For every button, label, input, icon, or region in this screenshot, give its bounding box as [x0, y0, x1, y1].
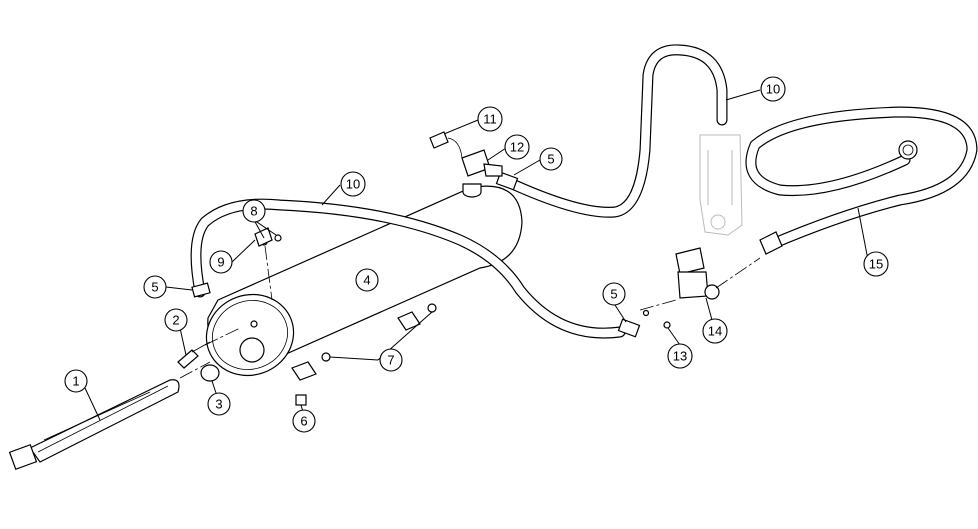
callout-15: 15 [863, 251, 889, 277]
svg-text:9: 9 [217, 255, 224, 270]
svg-text:5: 5 [151, 280, 158, 295]
svg-text:2: 2 [172, 313, 179, 328]
gasket-ring [200, 364, 220, 382]
svg-text:1: 1 [72, 374, 79, 389]
svg-text:5: 5 [610, 287, 617, 302]
hose-10-loop [502, 44, 728, 218]
mount-nut-a [321, 352, 331, 362]
svg-text:15: 15 [869, 257, 883, 272]
callout-6: 6 [292, 409, 316, 433]
callout-2: 2 [164, 308, 188, 332]
leader-lines [84, 89, 869, 421]
callout-12: 12 [504, 134, 530, 160]
screw-small [642, 309, 650, 317]
svg-text:5: 5 [547, 152, 554, 167]
mounting-bracket [699, 134, 743, 236]
callout-7: 7 [379, 348, 403, 372]
svg-text:6: 6 [300, 414, 307, 429]
clamp-right [617, 318, 641, 338]
svg-text:10: 10 [766, 82, 780, 97]
callout-5-right: 5 [602, 282, 626, 306]
svg-text:10: 10 [346, 177, 360, 192]
callout-1: 1 [64, 369, 88, 393]
thermostat-probe [177, 327, 241, 369]
callout-3: 3 [207, 392, 231, 416]
svg-text:7: 7 [387, 353, 394, 368]
callout-11: 11 [477, 106, 503, 132]
hose-15 [745, 106, 978, 255]
svg-text:8: 8 [250, 204, 257, 219]
callout-9: 9 [209, 250, 233, 274]
solenoid-valve [639, 247, 761, 311]
callout-14: 14 [702, 318, 728, 344]
hose-10-tank [190, 198, 626, 339]
callout-4: 4 [355, 268, 379, 292]
heating-element [8, 361, 211, 470]
svg-text:13: 13 [673, 349, 687, 364]
callout-13: 13 [667, 343, 693, 369]
clamp-top [495, 171, 519, 191]
screw-b [274, 234, 282, 242]
callout-8: 8 [242, 199, 266, 223]
screw-13 [663, 321, 671, 329]
callout-10-right: 10 [760, 76, 786, 102]
svg-text:11: 11 [483, 112, 497, 127]
drain-nut [295, 394, 307, 406]
mount-nut-b [427, 303, 437, 313]
callout-5-top: 5 [539, 147, 563, 171]
svg-text:3: 3 [215, 397, 222, 412]
callout-5-left: 5 [143, 275, 167, 299]
sensor-lead [429, 131, 463, 159]
callout-10-left: 10 [340, 171, 366, 197]
elbow-fitting [461, 149, 503, 177]
svg-text:12: 12 [510, 140, 524, 155]
clamp-left [191, 282, 211, 298]
svg-text:14: 14 [708, 324, 722, 339]
svg-text:4: 4 [363, 273, 370, 288]
